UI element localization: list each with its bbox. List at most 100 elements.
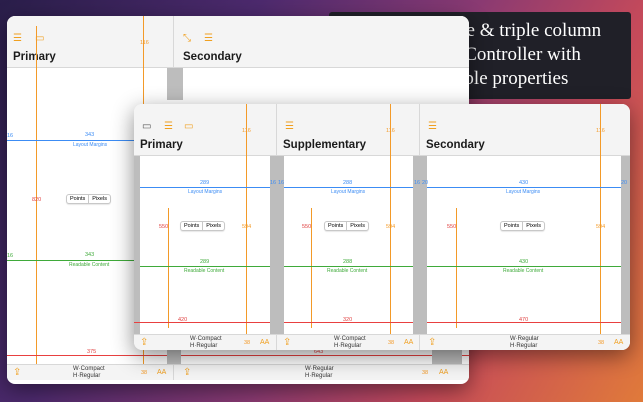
header-measure-value: 116 <box>242 128 251 134</box>
width-class: Compact <box>80 366 105 372</box>
readable-content-value: 288 <box>343 259 353 265</box>
width-class: Regular <box>312 366 334 372</box>
units-segmented-control[interactable]: Points Pixels <box>324 221 369 231</box>
pixels-segment[interactable]: Pixels <box>92 196 107 202</box>
height-measure-line <box>456 208 457 328</box>
secondary-width-line <box>175 355 469 356</box>
footer-value: 38 <box>141 370 148 376</box>
sidebar-icon[interactable]: ▭ <box>35 33 45 44</box>
readable-content-line <box>7 260 172 261</box>
column-width-line <box>284 322 413 323</box>
width-prefix: W <box>305 366 311 372</box>
units-segmented-control[interactable]: Points Pixels <box>500 221 545 231</box>
readable-content-label: Readable Content <box>184 268 225 274</box>
text-size-icon[interactable]: AA <box>404 339 414 346</box>
width-prefix: W <box>190 336 196 342</box>
layout-margin-line <box>427 187 621 188</box>
layout-margin-value: 430 <box>519 180 529 186</box>
header-measure-line <box>600 104 601 334</box>
right-inset-value: 16 <box>414 180 421 186</box>
points-segment[interactable]: Points <box>181 222 204 230</box>
layout-margin-line <box>7 140 172 141</box>
column-width-value: 420 <box>178 317 188 323</box>
units-segmented-control[interactable]: Points Pixels <box>180 221 225 231</box>
list-icon[interactable]: ☰ <box>164 121 173 132</box>
column-separator <box>134 156 140 334</box>
pixels-segment[interactable]: Pixels <box>206 223 221 229</box>
share-icon[interactable]: ⇪ <box>283 337 292 348</box>
readable-content-line <box>140 266 270 267</box>
header-measure-line <box>390 104 391 334</box>
header-measure-value: 116 <box>386 128 395 134</box>
layout-inset-value: 16 <box>7 133 14 139</box>
height-measure-line <box>311 208 312 328</box>
width-prefix: W <box>73 366 79 372</box>
column-width-value: 470 <box>519 317 529 323</box>
footer-value: 38 <box>598 340 605 346</box>
height-prefix: H <box>510 343 515 349</box>
share-icon[interactable]: ⇪ <box>428 337 437 348</box>
height-measure-line <box>36 26 37 376</box>
height-prefix: H <box>190 343 195 349</box>
pixels-segment[interactable]: Pixels <box>526 223 541 229</box>
back-primary-title: Primary <box>13 51 56 63</box>
readable-content-label: Readable Content <box>69 262 110 268</box>
height-class: Regular <box>196 343 218 349</box>
width-class: Regular <box>517 336 539 342</box>
list-icon[interactable]: ☰ <box>204 33 213 44</box>
sidebar-icon[interactable]: ▭ <box>142 121 152 132</box>
front-footer-supplementary: ⇪ W·Compact H·Regular 38 AA <box>277 334 420 350</box>
height-class: Regular <box>516 343 538 349</box>
back-secondary-header: ⤡ ☰ Secondary <box>174 16 469 68</box>
sidebar-icon[interactable]: ▭ <box>184 121 194 132</box>
pixels-segment[interactable]: Pixels <box>350 223 365 229</box>
text-size-icon[interactable]: AA <box>614 339 624 346</box>
column-separator <box>167 68 183 100</box>
back-secondary-title: Secondary <box>183 51 242 63</box>
points-segment[interactable]: Points <box>501 222 524 230</box>
size-class-label: W·Regular H·Regular <box>510 336 539 349</box>
layout-margin-value: 343 <box>85 132 95 138</box>
points-segment[interactable]: Points <box>325 222 348 230</box>
layout-margin-label: Layout Margins <box>506 189 541 195</box>
layout-margin-label: Layout Margins <box>331 189 366 195</box>
units-segmented-control[interactable]: Points Pixels <box>66 194 111 204</box>
layout-margin-label: Layout Margins <box>188 189 223 195</box>
primary-width-value: 375 <box>87 349 97 355</box>
list-icon[interactable]: ☰ <box>13 33 22 44</box>
footer-value: 38 <box>388 340 395 346</box>
readable-content-label: Readable Content <box>503 268 544 274</box>
column-width-line <box>134 322 270 323</box>
share-icon[interactable]: ⇪ <box>13 367 22 378</box>
front-footer-secondary: ⇪ W·Regular H·Regular 38 AA <box>420 334 630 350</box>
sub-height-value: 594 <box>386 224 396 230</box>
text-size-icon[interactable]: AA <box>157 369 167 376</box>
secondary-width-value: 643 <box>314 349 324 355</box>
text-size-icon[interactable]: AA <box>439 369 449 376</box>
front-secondary-header: ☰ Secondary <box>420 104 630 156</box>
column-width-value: 320 <box>343 317 353 323</box>
column-width-line <box>427 322 621 323</box>
height-class: Regular <box>340 343 362 349</box>
points-segment[interactable]: Points <box>67 195 90 203</box>
layout-margin-value: 289 <box>200 180 210 186</box>
height-class: Regular <box>311 373 333 379</box>
expand-icon[interactable]: ⤡ <box>183 33 191 44</box>
share-icon[interactable]: ⇪ <box>140 337 149 348</box>
share-icon[interactable]: ⇪ <box>183 367 192 378</box>
front-supplementary-header: ☰ Supplementary <box>277 104 420 156</box>
list-icon[interactable]: ☰ <box>285 121 294 132</box>
column-separator <box>413 156 427 334</box>
list-icon[interactable]: ☰ <box>428 121 437 132</box>
layout-margin-label: Layout Margins <box>73 142 108 148</box>
column-separator <box>621 156 630 334</box>
primary-width-line <box>7 355 172 356</box>
footer-value: 38 <box>244 340 251 346</box>
text-size-icon[interactable]: AA <box>260 339 270 346</box>
readable-content-line <box>427 266 621 267</box>
width-prefix: W <box>510 336 516 342</box>
front-supplementary-title: Supplementary <box>283 139 367 151</box>
column-separator <box>270 156 284 334</box>
size-class-label: W·Compact H·Regular <box>73 366 105 379</box>
height-value: 550 <box>447 224 457 230</box>
